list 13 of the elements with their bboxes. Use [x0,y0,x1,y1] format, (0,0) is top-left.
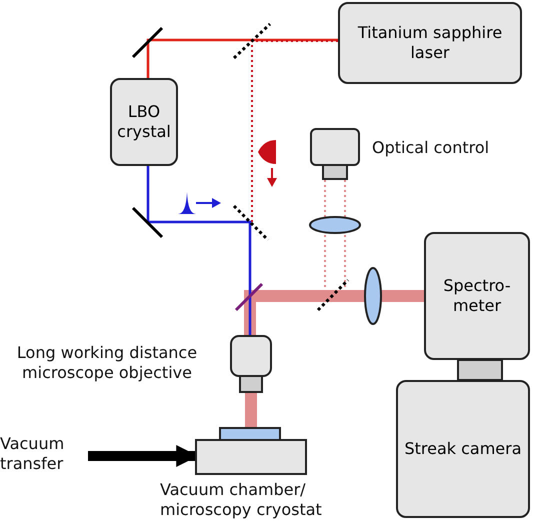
light-beam [146,38,338,78]
crystal-box: LBO crystal [110,78,178,166]
light-beam [244,290,424,336]
camera-box: Streak camera [396,380,530,518]
label-text: Optical control [372,138,490,158]
laser-box: Titanium sapphire laser [338,2,522,84]
label-text: Vacuum transfer [0,434,66,474]
spectrometer-box: Spectro-meter [424,232,530,360]
label-text: Long working distance microscope objective [16,343,198,383]
light-beam [146,166,252,336]
light-beam [245,392,257,428]
label-text: Vacuum chamber/ microscopy cryostat [160,480,323,520]
beam-path [251,40,338,222]
